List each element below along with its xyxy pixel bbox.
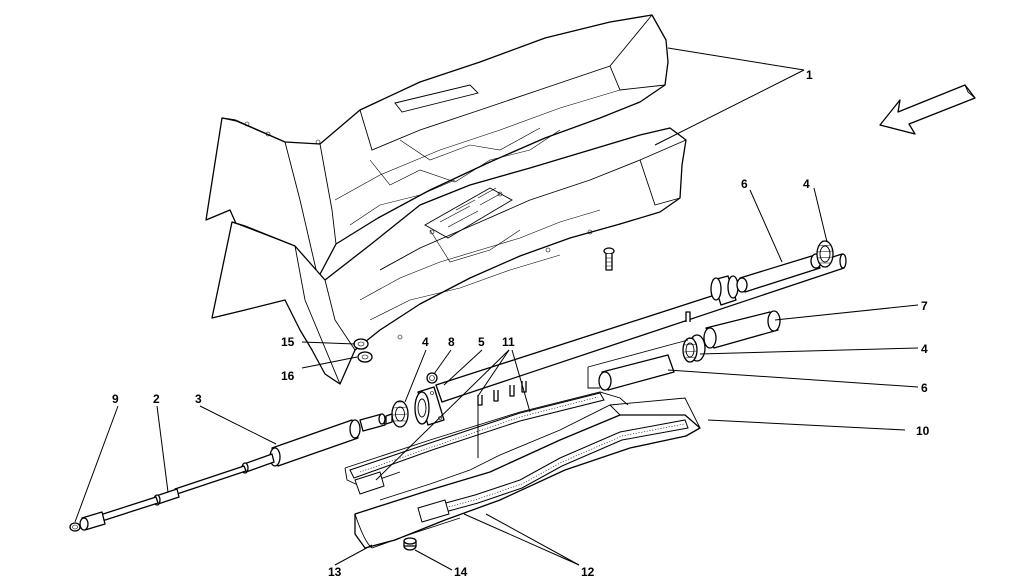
leader-lines	[74, 47, 919, 571]
callout-6-lower: 6	[921, 381, 928, 395]
tunnel-cover-lower	[211, 127, 687, 385]
callout-9: 9	[112, 392, 119, 406]
direction-arrow-icon	[879, 84, 976, 135]
nut-8	[426, 372, 438, 384]
callout-8: 8	[448, 335, 455, 349]
callout-labels: 1 4 6 7 4 6 10 15 16 4 8 5 11 9 2 3 13 1…	[112, 68, 930, 579]
gear-middle	[682, 334, 706, 363]
callout-10: 10	[916, 424, 930, 438]
sleeve-3	[269, 419, 361, 467]
ring-9	[69, 522, 81, 532]
callout-15: 15	[281, 335, 295, 349]
callout-14: 14	[454, 565, 468, 579]
callout-2: 2	[153, 392, 160, 406]
felt-strip-lower-end	[354, 471, 450, 523]
nut-15	[353, 338, 369, 350]
callout-5: 5	[478, 335, 485, 349]
callout-7: 7	[921, 299, 928, 313]
callout-4-upper: 4	[803, 177, 810, 191]
callout-3: 3	[195, 392, 202, 406]
callout-13: 13	[328, 565, 342, 579]
pins-11	[477, 381, 527, 406]
flange-bearing-5	[414, 386, 445, 426]
group-bracket	[587, 339, 689, 389]
gear-front	[385, 400, 409, 428]
rod-2	[79, 453, 275, 531]
nut-14	[403, 537, 417, 551]
coupling-stub	[359, 413, 386, 432]
callout-11: 11	[502, 335, 515, 349]
cover-bolt	[603, 247, 615, 271]
callout-4-middle: 4	[921, 342, 928, 356]
callout-4-front: 4	[422, 335, 429, 349]
felt-strip-lower	[419, 419, 689, 519]
callout-1: 1	[806, 68, 813, 82]
callout-12: 12	[581, 565, 595, 579]
washer-16	[357, 351, 373, 363]
felt-strip-upper	[349, 392, 605, 479]
callout-16: 16	[281, 369, 295, 383]
bearing-sleeve-lower	[598, 354, 675, 391]
bearing-sleeve-7	[703, 310, 781, 349]
callout-6-upper: 6	[741, 177, 748, 191]
gear-upper	[816, 240, 834, 268]
